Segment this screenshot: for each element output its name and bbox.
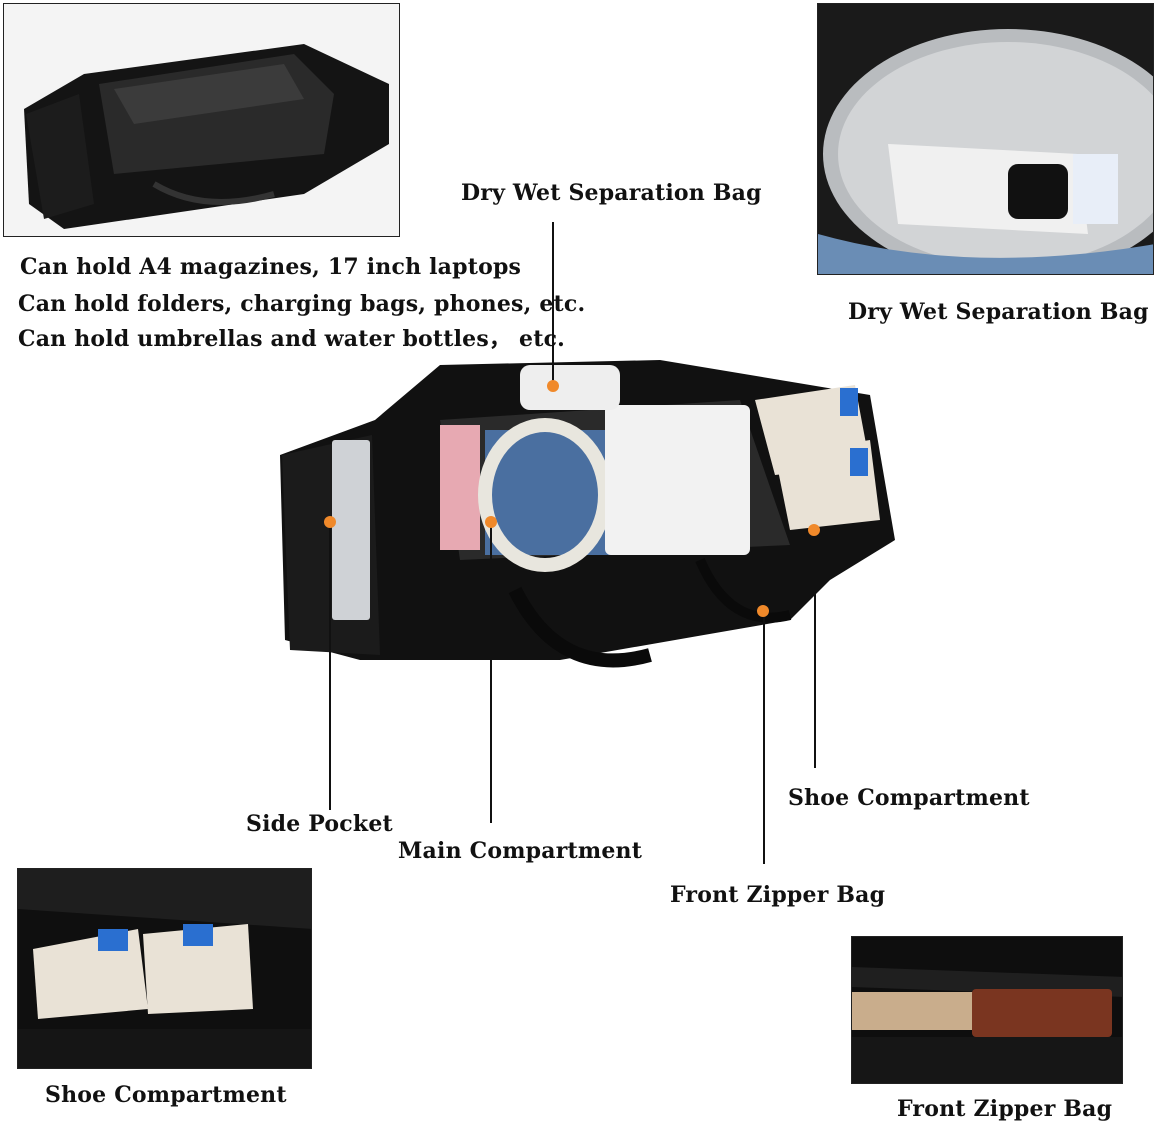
- inset-photo-front-zipper: [851, 936, 1123, 1084]
- dot-shoe-compartment: [808, 524, 820, 536]
- leader-shoe-compartment: [814, 532, 816, 768]
- dot-side-pocket: [324, 516, 336, 528]
- leader-side-pocket: [329, 523, 331, 810]
- inset-photo-shoe-compartment: [17, 868, 312, 1069]
- callout-main-compartment: Main Compartment: [398, 838, 643, 864]
- inset-photo-open-bag: [3, 3, 400, 237]
- callout-shoe-compartment-inset: Shoe Compartment: [45, 1082, 287, 1108]
- callout-shoe-compartment-right: Shoe Compartment: [788, 785, 1030, 811]
- leader-dry-wet: [552, 222, 554, 387]
- callout-dry-wet-top: Dry Wet Separation Bag: [461, 180, 762, 206]
- dot-main-compartment: [485, 516, 497, 528]
- inset-photo-dry-wet: [817, 3, 1154, 275]
- dot-front-zipper: [757, 605, 769, 617]
- note-line-2: Can hold folders, charging bags, phones,…: [18, 291, 586, 317]
- leader-main-compartment: [490, 523, 492, 823]
- callout-front-zipper-mid: Front Zipper Bag: [670, 882, 886, 908]
- dry-wet-illustration: [818, 4, 1153, 274]
- dot-dry-wet: [547, 380, 559, 392]
- callout-side-pocket: Side Pocket: [246, 811, 393, 837]
- note-line-1: Can hold A4 magazines, 17 inch laptops: [20, 254, 522, 280]
- callout-front-zipper-inset: Front Zipper Bag: [897, 1096, 1113, 1122]
- shoe-compartment-illustration: [18, 869, 311, 1068]
- leader-front-zipper: [763, 612, 765, 864]
- open-bag-illustration: [4, 4, 399, 236]
- front-zipper-illustration: [852, 937, 1122, 1083]
- note-line-3: Can hold umbrellas and water bottles， et…: [18, 326, 566, 352]
- callout-dry-wet-inset: Dry Wet Separation Bag: [848, 299, 1149, 325]
